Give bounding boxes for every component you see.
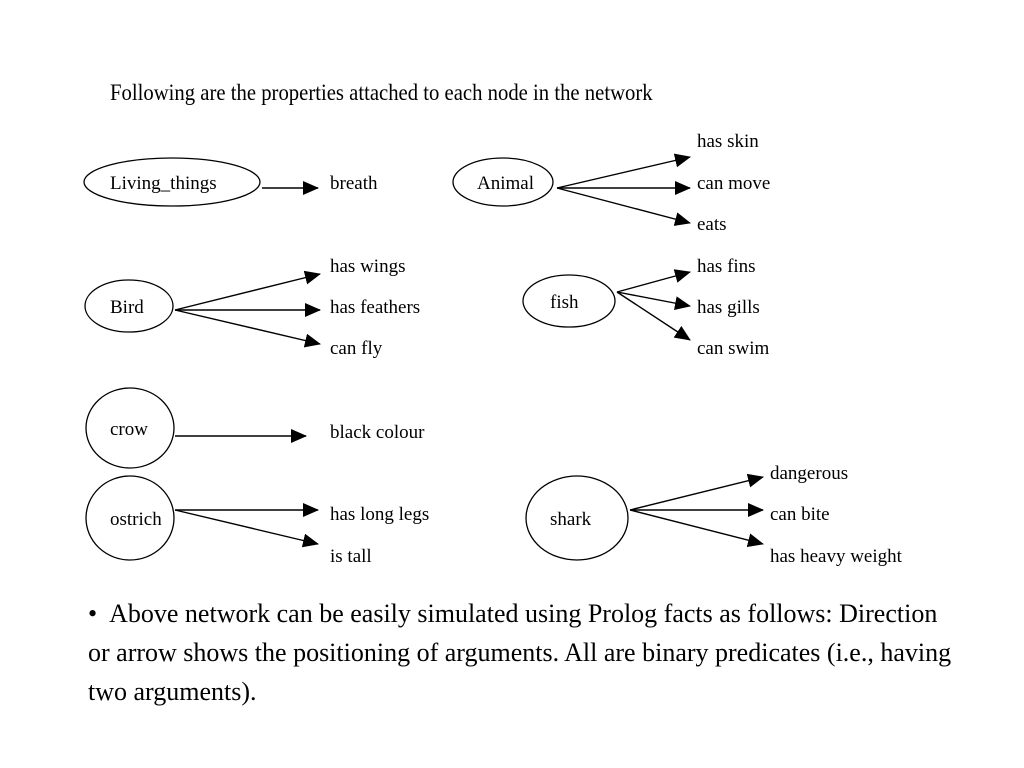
property-can-swim: can swim: [697, 338, 770, 359]
property-has-fins: has fins: [697, 256, 756, 277]
property-eats: eats: [697, 214, 727, 235]
property-has-gills: has gills: [697, 297, 760, 318]
node-ellipse: [84, 279, 174, 333]
property-has-heavy-weight: has heavy weight: [770, 546, 903, 567]
node-label: fish: [550, 292, 579, 313]
node-fish: fish: [522, 274, 616, 328]
edge-fish-to-has-fins: [616, 269, 691, 293]
node-animal: Animal: [452, 157, 554, 207]
property-breath: breath: [330, 173, 378, 194]
property-dangerous: dangerous: [770, 463, 848, 484]
node-label: crow: [110, 419, 148, 440]
edge-shark-to-dangerous: [629, 473, 764, 511]
edge-bird-to-can-fly: [174, 309, 321, 348]
edge-fish-to-has-gills: [616, 291, 691, 311]
property-has-feathers: has feathers: [330, 297, 420, 318]
node-label: ostrich: [110, 509, 162, 530]
property-can-fly: can fly: [330, 338, 383, 359]
edge-shark-to-has-heavy-weight: [629, 509, 764, 548]
node-ostrich: ostrich: [85, 475, 175, 561]
edge-fish-to-can-swim: [616, 291, 691, 341]
node-ellipse: [85, 475, 175, 561]
node-label: shark: [550, 509, 592, 530]
edge-ostrich-to-is-tall: [174, 509, 319, 548]
property-can-move: can move: [697, 173, 770, 194]
edge-animal-to-eats: [556, 187, 691, 226]
node-label: Living_things: [110, 173, 217, 194]
slide-heading: Following are the properties attached to…: [110, 80, 653, 105]
bullet-mark: •: [88, 599, 98, 628]
bullet-paragraph: •Above network can be easily simulated u…: [88, 594, 958, 711]
properties-layer: breath has skin can move eats has wings has f…: [330, 131, 903, 567]
node-living-things: Living_things: [83, 157, 261, 207]
property-has-long-legs: has long legs: [330, 504, 429, 525]
edges-layer: [174, 153, 764, 548]
edge-animal-to-has-skin: [556, 153, 691, 189]
node-shark: shark: [525, 475, 629, 561]
property-can-bite: can bite: [770, 504, 830, 525]
property-is-tall: is tall: [330, 546, 372, 567]
node-crow: crow: [85, 387, 175, 469]
property-black-colour: black colour: [330, 422, 425, 443]
node-ellipse: [452, 157, 554, 207]
node-label: Animal: [477, 173, 534, 194]
node-bird: Bird: [84, 279, 174, 333]
bullet-text: Above network can be easily simulated us…: [88, 599, 952, 706]
property-has-wings: has wings: [330, 256, 405, 277]
node-ellipse: [525, 475, 629, 561]
node-ellipse: [85, 387, 175, 469]
node-ellipse: [83, 157, 261, 207]
property-has-skin: has skin: [697, 131, 759, 152]
edge-bird-to-has-wings: [174, 270, 321, 311]
node-label: Bird: [110, 297, 144, 318]
node-ellipse: [522, 274, 616, 328]
